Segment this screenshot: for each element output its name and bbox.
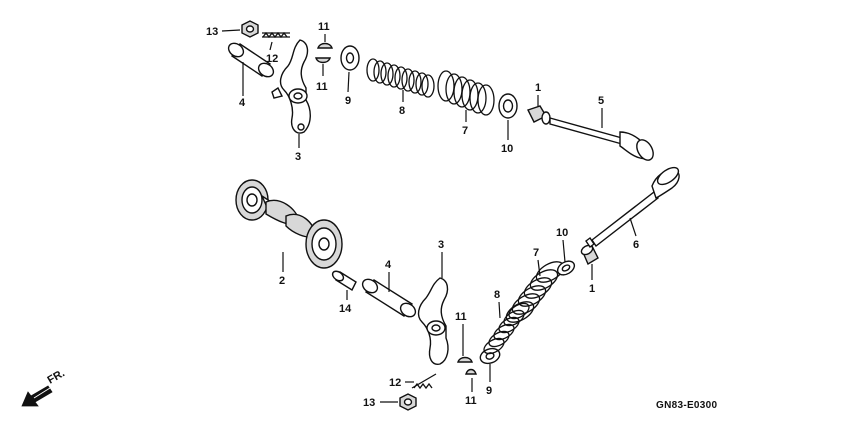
callout-9-top: 9 — [345, 95, 351, 107]
callout-14: 14 — [339, 303, 352, 315]
valve-5 — [549, 117, 654, 161]
valve-cotters-11-bottom — [457, 356, 477, 375]
callout-8-top: 8 — [399, 105, 405, 117]
leader-13-top — [221, 29, 241, 32]
dowel-pin-14 — [331, 270, 357, 292]
callout-10-bottom: 10 — [556, 227, 568, 239]
outer-spring-7-bottom — [505, 261, 565, 323]
camshaft-2 — [235, 179, 343, 269]
callout-6: 6 — [633, 239, 639, 251]
callout-2: 2 — [279, 275, 285, 287]
callout-8-bottom: 8 — [494, 289, 500, 301]
callout-11-bottom-a: 11 — [455, 311, 467, 323]
adjusting-screw-12-top — [262, 31, 290, 39]
outer-spring-7-top — [437, 70, 495, 116]
callout-12-top: 12 — [266, 53, 278, 65]
stem-seal-1-top — [527, 105, 551, 125]
valve-cotters-11-top — [315, 42, 333, 64]
leader-10-bottom — [562, 239, 566, 263]
rocker-shaft-4-top — [227, 42, 275, 78]
nut-13-top — [241, 20, 259, 38]
callout-13-bottom: 13 — [363, 397, 375, 409]
callout-3-top: 3 — [295, 151, 301, 163]
nut-13-bottom — [399, 393, 417, 411]
leader-12-top — [269, 41, 273, 51]
spring-seat-10-top — [498, 93, 518, 119]
front-direction-arrow-icon — [21, 385, 53, 407]
rocker-arm-3-top — [271, 39, 311, 134]
callout-11-top-a: 11 — [318, 21, 330, 33]
adjusting-screw-12-bottom — [411, 373, 437, 390]
spring-retainer-9-bottom — [479, 347, 501, 365]
callout-9-bottom: 9 — [486, 385, 492, 397]
direction-label: FR. — [46, 367, 67, 386]
callout-4-top: 4 — [239, 97, 246, 109]
callout-13-top: 13 — [206, 26, 218, 38]
rocker-shaft-4-bottom — [361, 278, 417, 318]
valve-6 — [585, 166, 680, 249]
leader-9-top — [347, 71, 350, 93]
callout-4-bottom: 4 — [385, 259, 392, 271]
spring-retainer-9-top — [340, 45, 360, 71]
callout-7-bottom: 7 — [533, 247, 539, 259]
leader-7-bottom — [537, 259, 541, 277]
callout-12-bottom: 12 — [389, 377, 401, 389]
inner-spring-8-bottom — [483, 302, 530, 355]
callout-10-top: 10 — [501, 143, 513, 155]
callout-11-top-b: 11 — [316, 81, 328, 93]
spring-seat-10-bottom — [556, 260, 576, 276]
inner-spring-8-top — [366, 58, 435, 98]
leader-6 — [629, 217, 637, 237]
rocker-arm-3-bottom — [417, 277, 449, 365]
callout-3-bottom: 3 — [438, 239, 444, 251]
callout-11-bottom-b: 11 — [465, 395, 477, 407]
drawing-code: GN83-E0300 — [656, 400, 718, 411]
callout-5: 5 — [598, 95, 604, 107]
leader-8-bottom — [498, 301, 501, 319]
callout-1-bottom: 1 — [589, 283, 595, 295]
callout-1-top: 1 — [535, 82, 541, 94]
callout-7-top: 7 — [462, 125, 468, 137]
